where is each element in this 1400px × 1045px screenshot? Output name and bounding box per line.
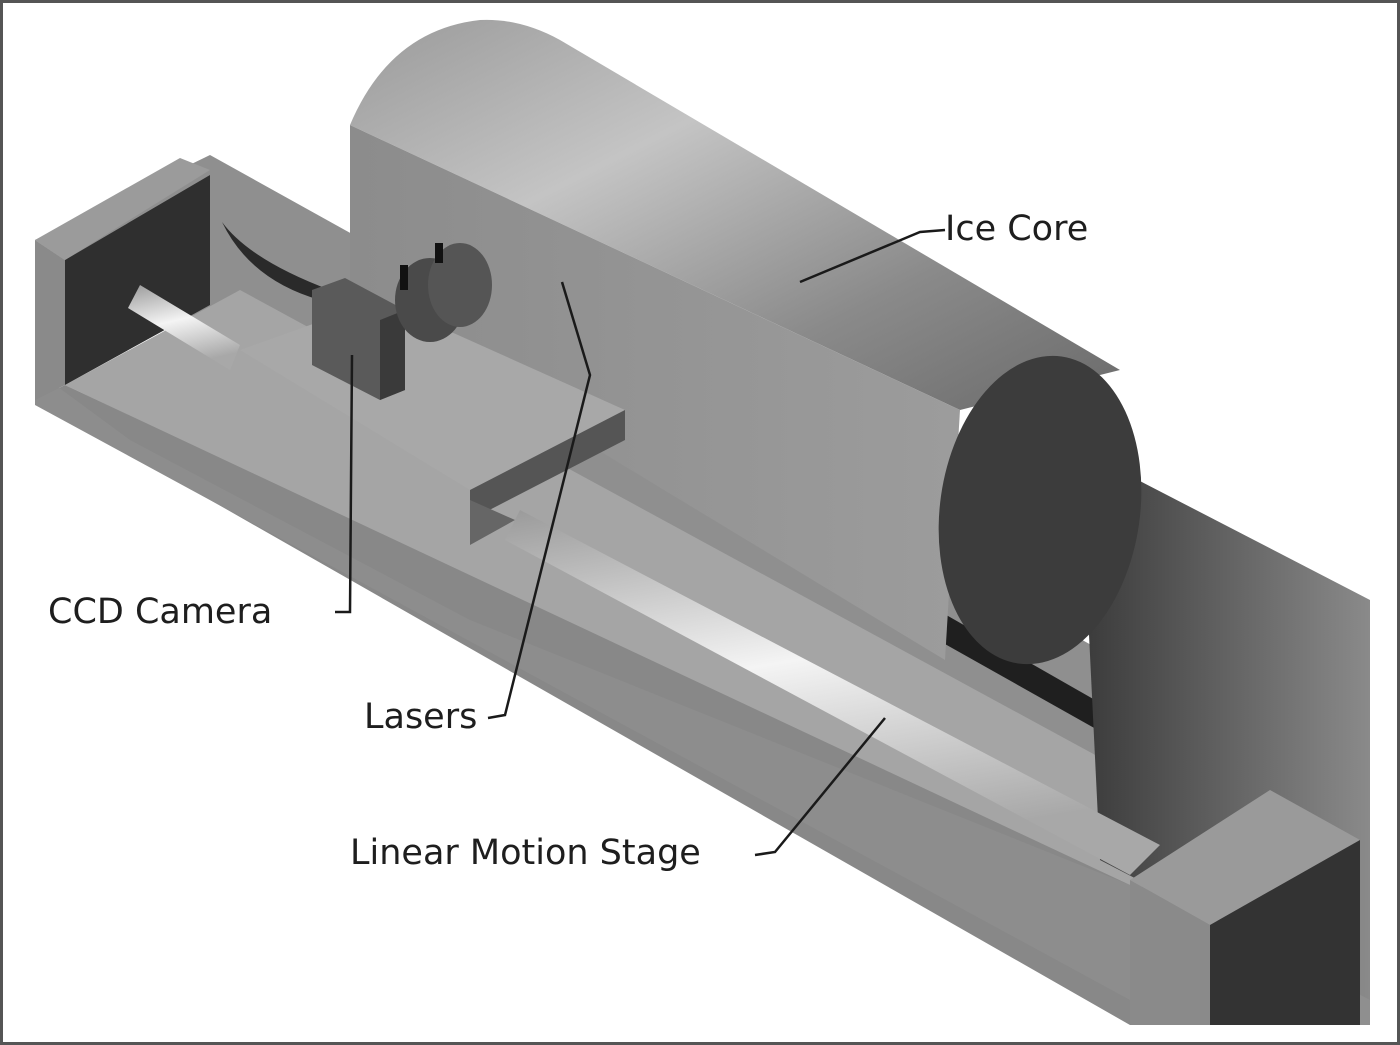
label-lasers: Lasers xyxy=(364,697,478,737)
label-ccd-camera: CCD Camera xyxy=(48,592,273,632)
label-linear-motion-stage: Linear Motion Stage xyxy=(350,833,701,873)
ccd-camera xyxy=(222,222,492,400)
end-block-right xyxy=(1130,790,1360,1025)
leader-lines xyxy=(335,228,946,857)
guide-rod xyxy=(505,510,1160,875)
ice-core xyxy=(350,19,1370,1000)
label-ice-core: Ice Core xyxy=(945,209,1089,249)
guide-rod-left xyxy=(128,285,240,370)
